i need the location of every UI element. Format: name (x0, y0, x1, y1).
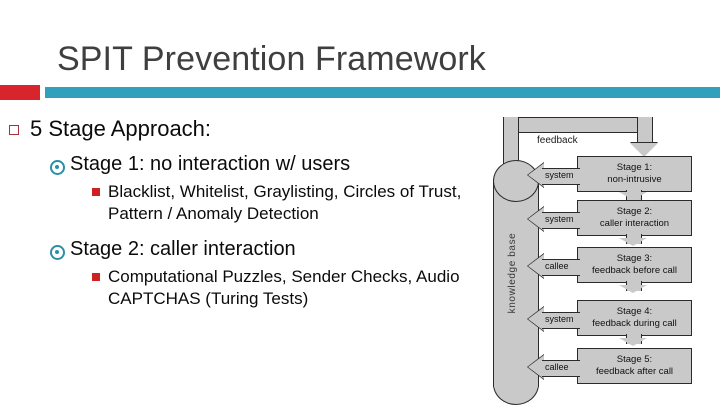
feedback-label: feedback (537, 135, 578, 146)
stage-3-subtitle: feedback before call (591, 265, 678, 276)
feedback-arrow-right-leg (637, 117, 653, 145)
stage-box-4: Stage 4: feedback during call (577, 300, 692, 336)
connector-arrowhead-3-4 (619, 285, 647, 293)
bullet-stage2-detail: Computational Puzzles, Sender Checks, Au… (108, 267, 460, 308)
side-arrow-shaft-2 (542, 212, 580, 229)
bullet-level2-stage2: Stage 2: caller interaction (0, 236, 500, 263)
stage-2-subtitle: caller interaction (599, 218, 670, 229)
bullet-target-circle-icon (50, 160, 65, 175)
side-arrowhead-3 (528, 254, 544, 278)
side-arrow-shaft-3 (542, 259, 580, 276)
bullet-level2-stage1: Stage 1: no interaction w/ users (0, 151, 500, 178)
side-arrow-stage-4: system (527, 306, 580, 332)
side-arrow-shaft-4 (542, 312, 580, 329)
side-arrow-stage-3: callee (527, 253, 580, 279)
connector-arrowhead-2-3 (619, 238, 647, 246)
side-arrowhead-1 (528, 163, 544, 187)
page-title: SPIT Prevention Framework (57, 40, 486, 78)
stage-5-title: Stage 5: (616, 353, 653, 365)
side-arrowhead-2 (528, 207, 544, 231)
bullet-level3-stage1-detail: Blacklist, Whitelist, Graylisting, Circl… (0, 181, 500, 225)
bullet-level3-stage2-detail: Computational Puzzles, Sender Checks, Au… (0, 266, 500, 310)
stage-box-5: Stage 5: feedback after call (577, 348, 692, 384)
bullet-solid-square-icon (92, 188, 100, 196)
bullet-stage1-detail: Blacklist, Whitelist, Graylisting, Circl… (108, 182, 462, 223)
side-arrow-label-1: system (545, 170, 574, 180)
stage-4-subtitle: feedback during call (592, 318, 677, 329)
side-arrow-label-3: callee (545, 261, 569, 271)
side-arrow-label-5: callee (545, 362, 569, 372)
connector-arrowhead-1-2 (619, 192, 647, 200)
feedback-arrow-horizontal (503, 117, 651, 133)
spit-framework-diagram: feedback knowledge base Stage 1: non-int… (490, 113, 720, 405)
side-arrowhead-5 (528, 355, 544, 379)
stage-box-1: Stage 1: non-intrusive (577, 156, 692, 192)
bullet-target-circle-icon (50, 245, 65, 260)
stage-5-subtitle: feedback after call (595, 366, 674, 377)
accent-bar-teal (45, 87, 720, 98)
bullet-level1-label: 5 Stage Approach: (30, 116, 212, 141)
side-arrow-shaft-5 (542, 360, 580, 377)
slide-body: 5 Stage Approach: Stage 1: no interactio… (0, 108, 500, 310)
side-arrowhead-4 (528, 307, 544, 331)
stage-3-title: Stage 3: (616, 252, 653, 264)
accent-bar-red (0, 85, 40, 100)
feedback-arrowhead (630, 143, 658, 157)
side-arrow-stage-2: system (527, 206, 580, 232)
stage-box-2: Stage 2: caller interaction (577, 200, 692, 236)
stage-4-title: Stage 4: (616, 305, 653, 317)
stage-2-title: Stage 2: (616, 205, 653, 217)
side-arrow-label-2: system (545, 214, 574, 224)
connector-arrowhead-4-5 (619, 338, 647, 346)
bullet-hollow-square-icon (9, 125, 19, 135)
bullet-level1-5-stage-approach: 5 Stage Approach: (0, 114, 500, 144)
side-arrow-stage-1: system (527, 162, 580, 188)
bullet-stage1-heading: Stage 1: no interaction w/ users (70, 153, 351, 175)
side-arrow-shaft-1 (542, 168, 580, 185)
stage-1-title: Stage 1: (616, 161, 653, 173)
stage-box-3: Stage 3: feedback before call (577, 247, 692, 283)
side-arrow-stage-5: callee (527, 354, 580, 380)
stage-1-subtitle: non-intrusive (607, 174, 662, 185)
bullet-solid-square-icon (92, 273, 100, 281)
bullet-stage2-heading: Stage 2: caller interaction (70, 238, 296, 260)
knowledge-base-label: knowledge base (507, 232, 518, 314)
side-arrow-label-4: system (545, 314, 574, 324)
